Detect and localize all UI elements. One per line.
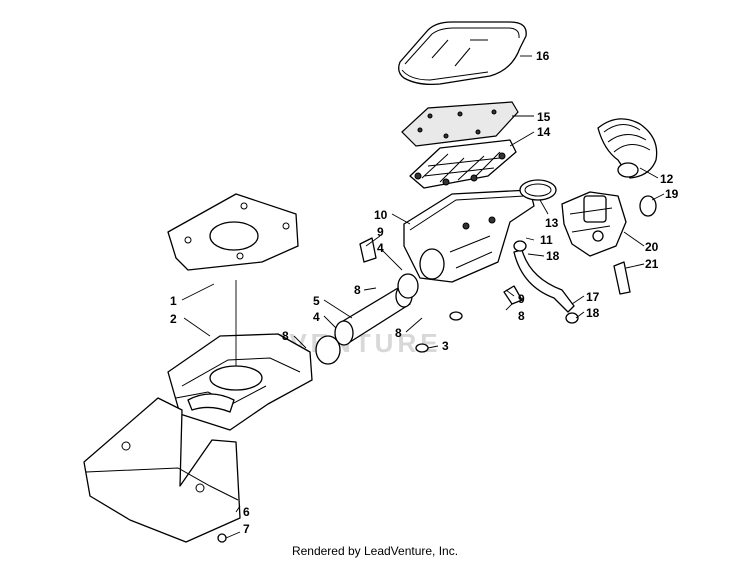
- callout-8-right: 8: [518, 309, 525, 323]
- callout-15: 15: [537, 110, 551, 124]
- callout-21: 21: [645, 257, 659, 271]
- part-heat-shield: [83, 397, 241, 543]
- callout-6: 6: [243, 505, 250, 519]
- part-bracket-upper: [359, 237, 377, 263]
- callout-12: 12: [660, 172, 674, 186]
- callout-4-lower: 4: [313, 310, 320, 324]
- footer-credit: Rendered by LeadVenture, Inc.: [291, 544, 459, 558]
- callout-13: 13: [545, 216, 559, 230]
- part-carburetor: [561, 191, 627, 257]
- part-top-plate: [167, 193, 299, 271]
- part-air-box-base: [167, 280, 313, 431]
- part-air-box-body: [403, 189, 535, 283]
- part-drain-hose: [513, 240, 579, 324]
- part-air-box-cover: [398, 21, 527, 86]
- leader-lines: [181, 55, 665, 513]
- callouts: 16 15 14 12 19 13 10 11 9 4 18 20 21 8 1…: [170, 49, 679, 536]
- part-carb-clamp: [639, 195, 657, 217]
- callout-10: 10: [374, 208, 388, 222]
- callout-8-left: 8: [282, 329, 289, 343]
- callout-8-upper: 8: [354, 283, 361, 297]
- callout-18-lower: 18: [586, 306, 600, 320]
- callout-14: 14: [537, 125, 551, 139]
- callout-17: 17: [586, 290, 600, 304]
- part-intake-boot: [597, 118, 658, 179]
- callout-8-center: 8: [395, 326, 402, 340]
- callout-3: 3: [442, 339, 449, 353]
- callout-16: 16: [536, 49, 550, 63]
- callout-2: 2: [170, 312, 177, 326]
- callout-5: 5: [313, 294, 320, 308]
- part-clamp: [519, 179, 557, 201]
- part-intake-tube: [315, 273, 419, 365]
- part-vent-hose: [613, 261, 631, 295]
- part-screw: [217, 531, 241, 543]
- callout-7: 7: [243, 522, 250, 536]
- callout-18-upper: 18: [546, 249, 560, 263]
- callout-4-upper: 4: [377, 241, 384, 255]
- callout-9-lower: 9: [518, 292, 525, 306]
- callout-19: 19: [665, 187, 679, 201]
- part-air-filter: [401, 101, 519, 147]
- callout-11: 11: [540, 233, 553, 247]
- callout-20: 20: [645, 240, 659, 254]
- callout-9-upper: 9: [377, 225, 384, 239]
- callout-1: 1: [170, 294, 177, 308]
- part-filter-cage: [409, 139, 517, 189]
- part-grommets: [415, 311, 463, 353]
